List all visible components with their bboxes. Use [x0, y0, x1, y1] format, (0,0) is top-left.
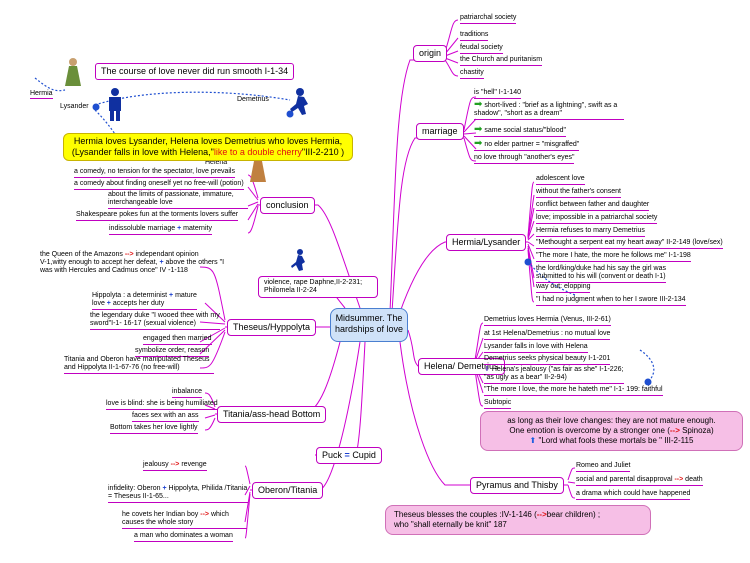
green-arrow-icon: ➡ — [474, 99, 483, 110]
lysander-figure — [109, 88, 121, 121]
theseus-item: Titania and Oberon have manipulated Thes… — [64, 356, 214, 374]
green-arrow-icon: ➡ — [474, 138, 483, 149]
topic-helena-demetrius[interactable]: Helena/ Demetrius — [418, 358, 505, 375]
origin-item: traditions — [460, 31, 489, 41]
topic-origin[interactable]: origin — [413, 45, 448, 62]
plus-icon: + — [162, 485, 167, 492]
marriage-item: ➡ no elder partner = "misgraffed" — [474, 138, 580, 151]
demetrius-figure — [290, 88, 308, 115]
origin-item: the Church and puritanism — [460, 56, 543, 66]
pt-item: Romeo and Juliet — [576, 462, 631, 472]
pt-item: social and parental disapproval --> deat… — [576, 476, 703, 486]
conclusion-item: Shakespeare pokes fun at the torments lo… — [76, 211, 239, 221]
hl-item: the lord/king/duke had his say the girl … — [536, 265, 666, 283]
hl-item: without the father's consent — [536, 188, 621, 198]
hermia-label: Hermia — [30, 90, 53, 99]
topic-oberon-titania[interactable]: Oberon/Titania — [252, 482, 324, 499]
origin-item: feudal society — [460, 44, 503, 54]
down-arrow-icon: ⬇ — [484, 366, 490, 373]
violence-node[interactable]: violence, rape Daphne,II-2-231; Philomel… — [258, 276, 378, 298]
conclusion-item: a comedy about finding oneself yet no fr… — [74, 180, 244, 190]
topic-pyramus-thisby[interactable]: Pyramus and Thisby — [470, 477, 564, 494]
topic-marriage[interactable]: marriage — [416, 123, 464, 140]
theseus-item: symbolize order, reason — [135, 347, 210, 357]
lysander-label: Lysander — [60, 103, 89, 110]
summary-highlight: like to a double cherry — [213, 147, 302, 157]
pink-callout-maturity: as long as their love changes: they are … — [480, 411, 743, 451]
hl-item: "The more I hate, the more he follows me… — [536, 252, 691, 262]
topic-conclusion[interactable]: conclusion — [260, 197, 315, 214]
central-topic[interactable]: Midsummer. The hardships of love — [330, 308, 408, 342]
hd-item: Lysander falls in love with Helena — [484, 343, 588, 353]
plus-icon: + — [177, 225, 182, 232]
pt-item: a drama which could have happened — [576, 490, 691, 500]
summary-line1: Hermia loves Lysander, Helena loves Deme… — [73, 136, 343, 146]
topic-theseus-hyppolyta[interactable]: Theseus/Hyppolyta — [227, 319, 317, 336]
hl-item: conflict between father and daughter — [536, 201, 650, 211]
summary-box: Hermia loves Lysander, Helena loves Deme… — [63, 133, 353, 161]
marriage-item: is "hell" I-1-140 — [474, 89, 521, 99]
hd-item: "The more I love, the more he hateth me"… — [484, 386, 663, 396]
marriage-item: no love through "another's eyes" — [474, 154, 575, 164]
hl-item: "Methought a serpent eat my heart away" … — [536, 239, 723, 249]
theseus-item: the legendary duke "I wooed thee with my… — [90, 312, 220, 330]
tb-item: Bottom takes her love lightly — [110, 424, 198, 434]
marriage-item: ➡ same social status/"blood" — [474, 124, 566, 137]
green-arrow-icon: ➡ — [474, 124, 483, 135]
hl-item: Hermia refuses to marry Demetrius — [536, 227, 645, 237]
origin-item: chastity — [460, 69, 484, 79]
plus-icon: + — [159, 259, 164, 266]
ot-item: a man who dominates a woman — [134, 532, 233, 542]
topic-hermia-lysander[interactable]: Hermia/Lysander — [446, 234, 527, 251]
running-figure — [291, 249, 305, 271]
hl-item: love; impossible in a patriarchal societ… — [536, 214, 658, 224]
ot-item: he covets her Indian boy --> which cause… — [122, 511, 247, 529]
conclusion-item: a comedy, no tension for the spectator, … — [74, 168, 235, 178]
hl-item: adolescent love — [536, 175, 585, 185]
helena-label: Helena — [205, 159, 228, 166]
origin-item: patriarchal society — [460, 14, 517, 24]
hd-item: Subtopic — [484, 399, 512, 409]
hermia-figure — [65, 58, 81, 86]
tb-item: faces sex with an ass — [132, 412, 199, 422]
tb-item: inbalance — [172, 388, 202, 398]
hd-item: ⬇ Helena's jealousy ("as fair as she" I-… — [484, 366, 624, 384]
theseus-item: Hippolyta : a determinist + mature love … — [92, 292, 197, 310]
hl-item: way out: elopping — [536, 283, 591, 293]
up-arrow-icon: ⬆ — [529, 436, 537, 445]
topic-titania-bottom[interactable]: Titania/ass-head Bottom — [217, 406, 327, 423]
hd-item: Demetrius seeks physical beauty I-1-201 — [484, 355, 611, 365]
ot-item: jealousy --> revenge — [143, 461, 207, 471]
hd-item: Demetrius loves Hermia (Venus, III-2-61) — [484, 316, 611, 326]
plus-icon: + — [169, 292, 174, 299]
conclusion-item: about the limits of passionate, immature… — [108, 191, 248, 209]
hl-item: "I had no judgment when to her I swore I… — [536, 296, 686, 306]
top-quote: The course of love never did run smooth … — [95, 63, 295, 80]
theseus-item: engaged then married — [143, 335, 212, 345]
pink-callout-theseus: Theseus blesses the couples :IV-1-146 (-… — [385, 505, 651, 535]
ot-item: infidelity: Oberon + Hippolyta, Philida … — [108, 485, 248, 503]
marriage-item: ➡ short-lived : "brief as a lightning", … — [474, 99, 624, 120]
demetrius-label: Demetrius — [237, 96, 269, 103]
hd-item: at 1st Helena/Demetrius : no mutual love — [484, 330, 611, 340]
topic-puck-cupid[interactable]: Puck = Cupid — [316, 447, 382, 464]
conclusion-item: indissoluble marriage + maternity — [109, 225, 212, 235]
theseus-item: the Queen of the Amazons --> independant… — [40, 251, 225, 274]
plus-icon: + — [106, 300, 111, 307]
tb-item: love is blind: she is being humiliated — [106, 400, 218, 410]
summary-line2: (Lysander falls in love with Helena,"lik… — [71, 147, 345, 157]
